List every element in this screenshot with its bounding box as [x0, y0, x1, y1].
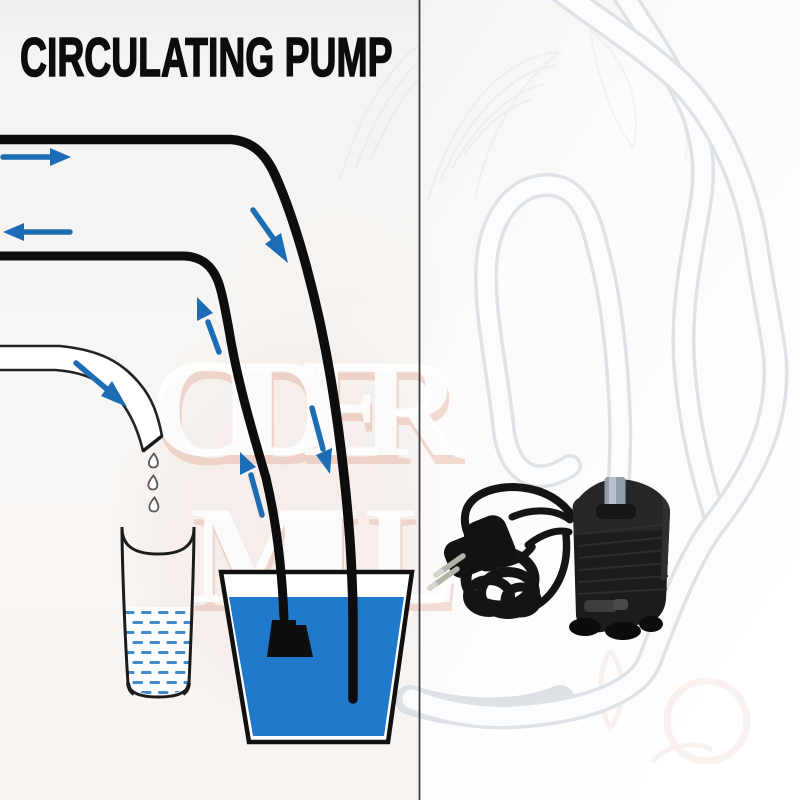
svg-text:CIDER: CIDER	[150, 331, 464, 486]
svg-text:CIDER: CIDER	[152, 340, 466, 495]
svg-text:CIRCULATING PUMP: CIRCULATING PUMP	[20, 27, 393, 88]
